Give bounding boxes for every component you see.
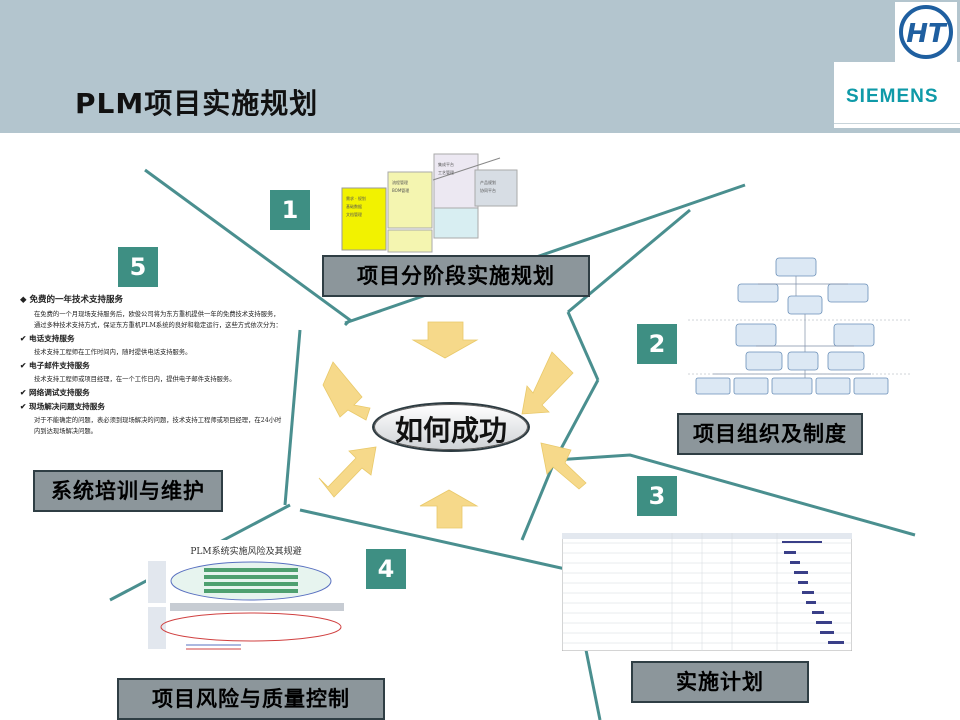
line-right-mid bbox=[566, 311, 600, 381]
step-number-5: 5 bbox=[118, 247, 158, 287]
support-item-text: 对于不能确定的问题，表必须到现场解决的问题，技术支持工程师或项目经理，在24小时… bbox=[34, 417, 282, 435]
svg-text:文档管理: 文档管理 bbox=[346, 211, 362, 217]
arrow-lower-left-icon bbox=[318, 446, 377, 498]
support-services-text: ◆ 免费的一年技术支持服务 在免费的一个月现场支持服务后，欧俊公司将为东方重机提… bbox=[20, 293, 282, 439]
step-label-training: 系统培训与维护 bbox=[33, 470, 223, 512]
step-number-1: 1 bbox=[270, 190, 310, 230]
arrow-lower-right-icon bbox=[540, 442, 587, 490]
step-number-4: 4 bbox=[366, 549, 406, 589]
svg-text:集成平台: 集成平台 bbox=[438, 161, 454, 167]
ht-logo-icon: HT bbox=[899, 5, 953, 59]
line-top bbox=[344, 183, 746, 325]
line-left bbox=[283, 329, 302, 506]
step-label-schedule: 实施计划 bbox=[631, 661, 809, 703]
company-logo: HT bbox=[895, 2, 957, 62]
svg-text:产品规划: 产品规划 bbox=[480, 179, 496, 185]
risk-chart-thumbnail: PLM系统实施风险及其规避 bbox=[146, 540, 346, 652]
support-item-text: 技术支持工程师在工作时间内，随时提供电话支持服务。 bbox=[34, 349, 192, 356]
line-right-low bbox=[554, 453, 916, 537]
org-chart-thumbnail bbox=[688, 250, 910, 412]
step-label-risk-quality: 项目风险与质量控制 bbox=[117, 678, 385, 720]
svg-text:协同平台: 协同平台 bbox=[480, 187, 496, 193]
line-right-down bbox=[553, 379, 600, 461]
svg-text:基础数据: 基础数据 bbox=[346, 203, 362, 209]
svg-text:需求 · 规划: 需求 · 规划 bbox=[346, 195, 366, 201]
gantt-plan-thumbnail bbox=[562, 533, 852, 651]
step-number-3: 3 bbox=[637, 476, 677, 516]
step-label-organization: 项目组织及制度 bbox=[677, 413, 863, 455]
header-band bbox=[0, 0, 960, 133]
center-label: 如何成功 bbox=[394, 414, 507, 447]
center-goal: 如何成功 bbox=[374, 404, 528, 450]
arrow-bottom-icon bbox=[419, 489, 479, 529]
support-intro: 在免费的一个月现场支持服务后，欧俊公司将为东方重机提供一年的免费技术支持服务，通… bbox=[34, 311, 282, 329]
support-item-title: ✔ 电子邮件支持服务 bbox=[20, 361, 90, 370]
support-item-title: ✔ 网络调试支持服务 bbox=[20, 388, 90, 397]
support-heading: ◆ 免费的一年技术支持服务 bbox=[20, 295, 123, 305]
arrow-upper-left-icon bbox=[322, 361, 371, 421]
support-item-title: ✔ 现场解决问题支持服务 bbox=[20, 402, 105, 411]
siemens-logo-box: SIEMENS bbox=[834, 62, 960, 128]
risk-chart-title: PLM系统实施风险及其规避 bbox=[190, 547, 302, 557]
siemens-logo: SIEMENS bbox=[846, 86, 939, 107]
arrow-upper-right-icon bbox=[521, 351, 574, 415]
svg-text:BOM管理: BOM管理 bbox=[392, 187, 409, 193]
step-label-phase-plan: 项目分阶段实施规划 bbox=[322, 255, 590, 297]
svg-text:HT: HT bbox=[906, 19, 948, 49]
divider bbox=[834, 123, 960, 124]
page-title: PLM项目实施规划 bbox=[75, 87, 319, 120]
support-item-text: 技术支持工程师或项目经理，在一个工作日内，提供电子邮件支持服务。 bbox=[34, 376, 236, 383]
arrow-top-icon bbox=[411, 321, 479, 359]
svg-text:工艺管理: 工艺管理 bbox=[438, 169, 454, 175]
risk-diagram bbox=[148, 561, 344, 650]
line-right-diag bbox=[520, 459, 557, 541]
support-item-title: ✔ 电话支持服务 bbox=[20, 334, 75, 343]
step-number-2: 2 bbox=[637, 324, 677, 364]
svg-text:流程管理: 流程管理 bbox=[392, 179, 408, 185]
